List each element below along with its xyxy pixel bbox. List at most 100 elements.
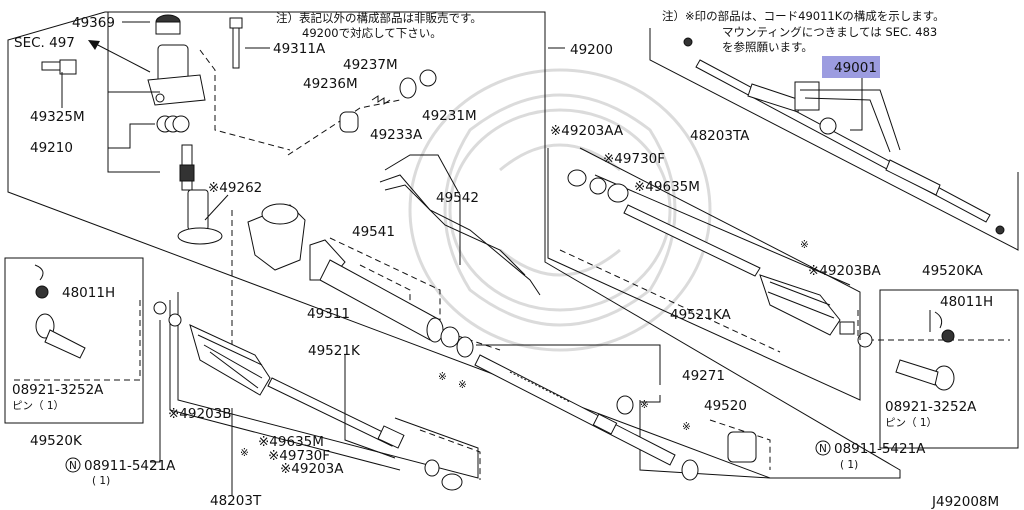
- part-49541-49542-tubes: [379, 154, 541, 296]
- asterisk-marker: ※: [458, 379, 467, 391]
- watermark-emblem: [408, 68, 712, 352]
- label-49520: 49520: [704, 398, 747, 414]
- label-08921-left: 08921-3252A: [12, 382, 104, 398]
- diagram-id: J492008M: [931, 494, 999, 510]
- part-49210-seal-rings: [156, 115, 190, 133]
- leader: [850, 78, 863, 131]
- part-49233A-yoke: [339, 111, 359, 133]
- label-49635M-top: ※49635M: [634, 179, 700, 195]
- part-gear-housing-top: [147, 44, 206, 106]
- note-left-line2: 49200で対応して下さい。: [302, 26, 442, 40]
- label-08921-right: 08921-3252A: [885, 399, 977, 415]
- sec497-arrow: [91, 41, 151, 73]
- inner-socket-frame: [639, 400, 771, 479]
- n-symbol-left: N: [69, 460, 77, 472]
- label-49231M: 49231M: [422, 108, 477, 124]
- label-08911-left: 08911-5421A: [84, 458, 176, 474]
- label-qty-right: ( 1): [840, 459, 858, 471]
- part-49271-seals: [440, 326, 634, 415]
- part-left-tierod-end: [34, 264, 86, 359]
- label-48011H-right: 48011H: [940, 294, 993, 310]
- part-rack-bar: [474, 354, 676, 466]
- label-48203TA: 48203TA: [690, 128, 750, 144]
- label-49233A: 49233A: [370, 127, 423, 143]
- label-49200: 49200: [570, 42, 613, 58]
- label-49541: 49541: [352, 224, 395, 240]
- part-right-inner-tierod: [623, 204, 855, 336]
- note-right-line3: を参照願います。: [722, 40, 813, 54]
- dash-line: [231, 210, 251, 356]
- label-49203BA: ※49203BA: [808, 263, 882, 279]
- label-49271: 49271: [682, 368, 725, 384]
- label-49730F-bottom: ※49730F: [268, 448, 330, 464]
- part-49325M-fitting: [41, 59, 77, 75]
- note-left-line1: 注）表記以外の構成部品は非販売です。: [276, 11, 482, 25]
- dash-line: [419, 429, 481, 480]
- note-right-line1: 注）※印の部品は、コード49011Kの構成を示します。: [662, 9, 945, 23]
- left-tierod-frame: [177, 292, 479, 479]
- label-49001: 49001: [834, 60, 877, 76]
- label-pin-right: ピン（ 1）: [885, 417, 937, 429]
- dash-line: [857, 310, 1010, 341]
- label-49542: 49542: [436, 190, 479, 206]
- part-49237M-spring: [371, 95, 391, 105]
- label-49203AA: ※49203AA: [550, 123, 624, 139]
- asterisk-marker: ※: [640, 399, 649, 411]
- asterisk-marker: ※: [682, 421, 691, 433]
- label-08911-right: 08911-5421A: [834, 441, 926, 457]
- dash-line: [559, 249, 781, 353]
- part-left-bellows: [189, 324, 271, 396]
- label-49237M: 49237M: [343, 57, 398, 73]
- left-tierod-end-box: [4, 257, 144, 424]
- dash-line: [359, 264, 411, 305]
- right-tierod-frame: [547, 147, 861, 401]
- asterisk-marker: ※: [438, 371, 447, 383]
- leader: [344, 355, 396, 459]
- part-49520-inner-socket: [681, 431, 757, 481]
- part-49001-assembly: [683, 37, 1005, 235]
- label-49311A: 49311A: [273, 41, 326, 57]
- dash-line: [199, 49, 291, 151]
- label-49236M: 49236M: [303, 76, 358, 92]
- right-tierod-end-box: [879, 289, 1019, 449]
- p49001-highlight: [822, 56, 880, 78]
- part-49311A-bolt: [229, 17, 243, 69]
- rack-assembly-frame: [649, 28, 1019, 251]
- label-49325M: 49325M: [30, 109, 85, 125]
- label-pin-left: ピン（ 1）: [12, 400, 64, 412]
- label-49210: 49210: [30, 140, 73, 156]
- label-49311: 49311: [307, 306, 350, 322]
- label-49521K: 49521K: [308, 343, 361, 359]
- part-49369-cap: [155, 14, 181, 35]
- label-49369: 49369: [72, 15, 115, 31]
- label-49730F-top: ※49730F: [603, 151, 665, 167]
- label-48011H-left: 48011H: [62, 285, 115, 301]
- label-49262: ※49262: [208, 180, 262, 196]
- asterisk-marker: ※: [800, 239, 809, 251]
- arrow-head-icon: [88, 40, 100, 50]
- part-left-rings: [153, 301, 463, 491]
- part-gear-housing: [247, 203, 444, 343]
- n-symbol-right: N: [819, 443, 827, 455]
- part-pinion-shaft: [177, 144, 223, 245]
- part-left-inner-tierod: [267, 377, 405, 449]
- left-tierod-frame-inner: [169, 300, 401, 471]
- right-bellows-frame: [594, 174, 851, 286]
- dash-line: [10, 300, 141, 381]
- label-48203T: 48203T: [210, 493, 262, 509]
- n-symbol-right-icon: [815, 440, 831, 456]
- part-49231M-locknut: [399, 69, 437, 99]
- leader: [476, 344, 661, 403]
- part-right-tierod-end: [895, 311, 955, 391]
- label-49520K: 49520K: [30, 433, 83, 449]
- label-49635M-bottom: ※49635M: [258, 434, 324, 450]
- dash-line: [709, 419, 771, 470]
- label-49203A: ※49203A: [280, 461, 344, 477]
- label-qty-left: ( 1): [92, 475, 110, 487]
- note-right-line2: マウンティングにつきましては SEC. 483: [722, 25, 937, 39]
- n-symbol-left-icon: [65, 457, 81, 473]
- label-sec497: SEC. 497: [14, 35, 75, 51]
- leader: [107, 91, 160, 173]
- main-frame: [7, 11, 901, 479]
